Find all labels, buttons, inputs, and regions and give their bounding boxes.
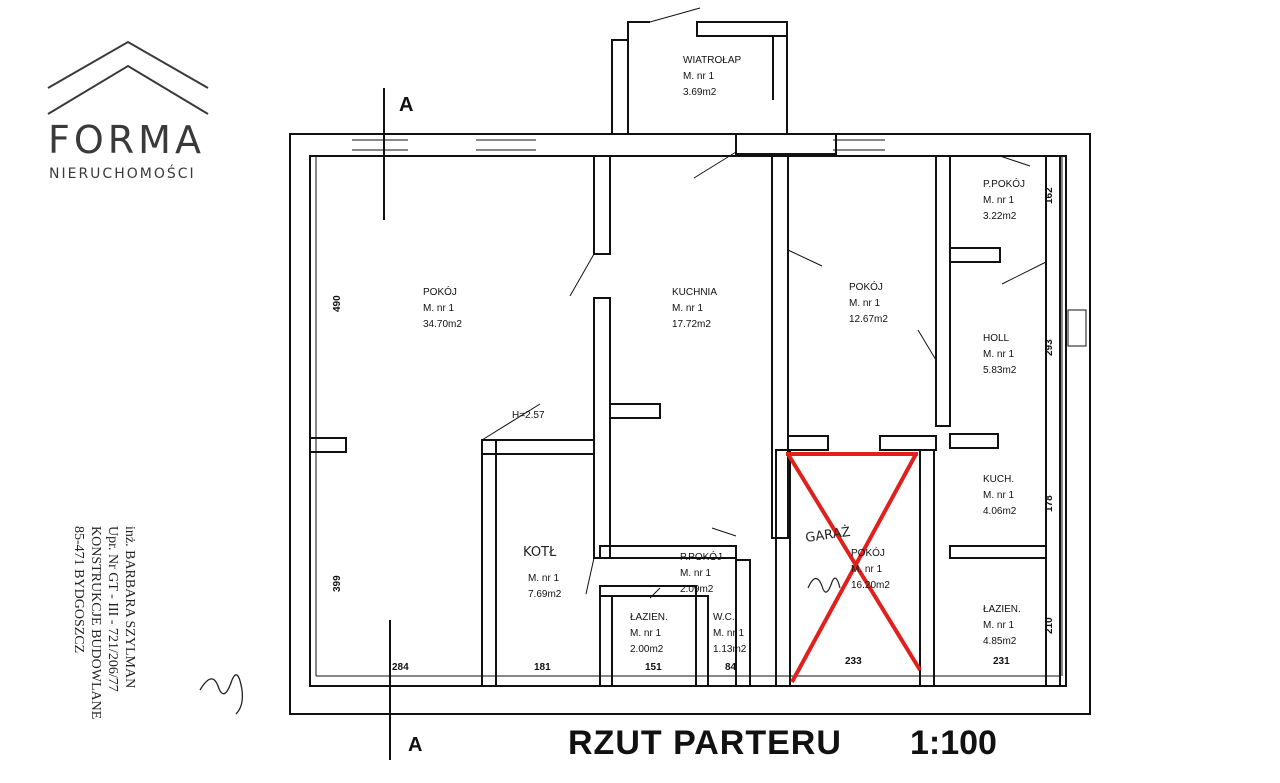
- room-area: 7.69m2: [528, 589, 562, 600]
- room-name: P.POKÓJ: [983, 177, 1025, 190]
- room-name: KUCHNIA: [672, 287, 717, 298]
- room-p-pokoj-mid: P.POKÓJ M. nr 1 2.09m2: [680, 550, 722, 595]
- room-pokoj-mid: POKÓJ M. nr 1 12.67m2: [849, 280, 888, 325]
- stamp-line-4: 85-471 BYDGOSZCZ: [71, 526, 86, 654]
- signature-mark: [807, 577, 841, 593]
- handwritten-notes: KOTŁ GARAŻ: [199, 524, 851, 715]
- section-lines: [383, 88, 391, 760]
- room-name: POKÓJ: [849, 280, 883, 293]
- room-pokoj-large: POKÓJ M. nr 1 34.70m2: [423, 285, 462, 330]
- room-area: 2.00m2: [630, 644, 664, 655]
- room-area: 4.06m2: [983, 506, 1017, 517]
- stamp-line-2: Upr. Nr GT - III - 721/206/77: [105, 526, 120, 692]
- logo-name: FORMA: [48, 118, 205, 162]
- room-name: WIATROŁAP: [683, 55, 741, 66]
- dim-bottom-6: 231: [993, 656, 1010, 667]
- signature-mark: [199, 674, 244, 715]
- dim-right-4: 210: [1044, 617, 1055, 634]
- room-unit: M. nr 1: [983, 195, 1015, 206]
- room-wiatrolap: WIATROŁAP M. nr 1 3.69m2: [683, 55, 741, 98]
- dim-left-lower: 399: [332, 575, 343, 592]
- room-lazienka-small: ŁAZIEN. M. nr 1 2.00m2: [630, 612, 668, 655]
- dimension-lines: [315, 156, 1063, 677]
- room-unit: M. nr 1: [851, 564, 883, 575]
- room-p-pokoj-top: P.POKÓJ M. nr 1 3.22m2: [983, 177, 1025, 222]
- room-unit: M. nr 1: [672, 303, 704, 314]
- room-unit: M. nr 1: [630, 628, 662, 639]
- logo-roof-icon: [47, 40, 209, 115]
- room-name: POKÓJ: [423, 285, 457, 298]
- plan-scale: 1:100: [910, 724, 997, 762]
- room-area: 16.20m2: [851, 580, 890, 591]
- room-unit: M. nr 1: [680, 568, 712, 579]
- dim-right-2: 293: [1044, 339, 1055, 356]
- room-unit: M. nr 1: [983, 490, 1015, 501]
- room-pokoj-crossed: POKÓJ M. nr 1 16.20m2: [851, 546, 890, 591]
- room-unit: M. nr 1: [983, 349, 1015, 360]
- crossed-out-room-mark: [786, 452, 922, 683]
- room-kotlownia: M. nr 1 7.69m2: [528, 573, 562, 600]
- handwritten-kotl: KOTŁ: [523, 545, 557, 560]
- dim-bottom-3: 151: [645, 662, 662, 673]
- room-lazienka-right: ŁAZIEN. M. nr 1 4.85m2: [983, 604, 1021, 647]
- room-unit: M. nr 1: [983, 620, 1015, 631]
- room-kuch: KUCH. M. nr 1 4.06m2: [983, 474, 1017, 517]
- room-kuchnia: KUCHNIA M. nr 1 17.72m2: [672, 287, 717, 330]
- room-area: 4.85m2: [983, 636, 1017, 647]
- handwritten-garaz: GARAŻ: [804, 524, 851, 546]
- room-area: 1.13m2: [713, 644, 747, 655]
- walls: [289, 7, 1091, 715]
- room-area: 34.70m2: [423, 319, 462, 330]
- dim-left-upper: 490: [332, 295, 343, 312]
- room-name: KUCH.: [983, 474, 1014, 485]
- dim-bottom-5: 233: [845, 656, 862, 667]
- room-area: 3.69m2: [683, 87, 717, 98]
- dim-bottom-2: 181: [534, 662, 551, 673]
- room-wc: W.C. M. nr 1 1.13m2: [713, 612, 747, 655]
- room-area: 17.72m2: [672, 319, 711, 330]
- room-name: HOLL: [983, 333, 1010, 344]
- dim-right-1: 162: [1044, 187, 1055, 204]
- plan-title: RZUT PARTERU: [568, 724, 842, 762]
- room-area: 12.67m2: [849, 314, 888, 325]
- section-mark-bottom: A: [408, 734, 423, 756]
- dim-bottom-4: 84: [725, 662, 737, 673]
- room-area: 2.09m2: [680, 584, 714, 595]
- room-unit: M. nr 1: [528, 573, 560, 584]
- height-note: H=2.57: [512, 410, 545, 421]
- room-area: 5.83m2: [983, 365, 1017, 376]
- room-unit: M. nr 1: [849, 298, 881, 309]
- section-mark-top: A: [399, 94, 414, 116]
- room-holl: HOLL M. nr 1 5.83m2: [983, 333, 1017, 376]
- dim-right-3: 178: [1044, 495, 1055, 512]
- dim-bottom-1: 284: [392, 662, 409, 673]
- logo-subtitle: NIERUCHOMOŚCI: [49, 166, 196, 182]
- room-name: ŁAZIEN.: [983, 604, 1021, 615]
- engineer-stamp: inż. BARBARA SZYLMAN Upr. Nr GT - III - …: [70, 526, 138, 776]
- stamp-line-1: inż. BARBARA SZYLMAN: [122, 526, 137, 689]
- stamp-line-3: KONSTRUKCJE BUDOWLANE: [88, 526, 103, 720]
- room-name: POKÓJ: [851, 546, 885, 559]
- room-unit: M. nr 1: [683, 71, 715, 82]
- room-name: P.POKÓJ: [680, 550, 722, 563]
- room-name: ŁAZIEN.: [630, 612, 668, 623]
- room-unit: M. nr 1: [713, 628, 745, 639]
- room-name: W.C.: [713, 612, 735, 623]
- room-unit: M. nr 1: [423, 303, 455, 314]
- room-area: 3.22m2: [983, 211, 1017, 222]
